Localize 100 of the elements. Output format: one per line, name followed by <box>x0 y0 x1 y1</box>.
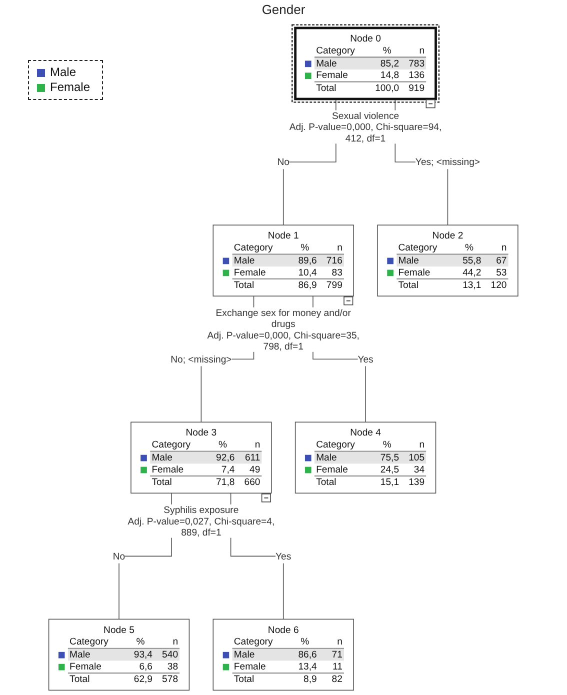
total-label: Total <box>316 476 336 488</box>
count-value: 67 <box>496 254 507 266</box>
node-heading: Node 2 <box>431 230 464 242</box>
column-header: Category <box>398 242 438 253</box>
column-header: % <box>465 242 474 253</box>
category-label: Male <box>234 254 255 266</box>
column-header: % <box>382 44 392 56</box>
percent-value: 6,6 <box>139 660 153 672</box>
count-value: 139 <box>408 476 425 488</box>
diagram-title: Gender <box>262 2 306 17</box>
node-heading: Node 1 <box>267 230 300 242</box>
count-value: 799 <box>326 279 343 290</box>
percent-value: 15,1 <box>380 476 400 488</box>
column-header: n <box>419 438 425 450</box>
node-box <box>48 618 190 691</box>
percent-value: 24,5 <box>380 464 400 475</box>
count-value: 34 <box>414 464 425 475</box>
total-label: Total <box>316 82 336 94</box>
percent-value: 14,8 <box>380 69 400 81</box>
count-value: 783 <box>408 58 425 69</box>
percent-value: 62,9 <box>134 673 153 685</box>
column-header: n <box>337 636 343 648</box>
percent-value: 85,2 <box>380 58 400 69</box>
edge-label: No; <missing> <box>170 354 232 365</box>
category-label: Female <box>398 266 430 278</box>
count-value: 120 <box>490 279 507 290</box>
category-label: Female <box>152 464 184 475</box>
category-label: Male <box>234 648 255 660</box>
count-value: 82 <box>332 673 343 685</box>
category-label: Female <box>316 464 348 475</box>
edge-label: Yes <box>276 550 292 562</box>
total-label: Total <box>234 673 254 685</box>
column-header: Category <box>316 438 356 450</box>
percent-value: 86,9 <box>298 279 317 290</box>
column-header: n <box>502 242 507 253</box>
category-label: Female <box>234 266 266 278</box>
percent-value: 75,5 <box>380 452 400 463</box>
column-header: n <box>172 636 178 648</box>
percent-value: 55,8 <box>462 254 482 266</box>
count-value: 53 <box>496 266 507 278</box>
percent-value: 86,6 <box>298 648 317 660</box>
count-value: 71 <box>332 648 343 660</box>
total-label: Total <box>70 673 90 685</box>
node-box <box>212 618 354 691</box>
percent-value: 100,0 <box>375 82 400 94</box>
split-variable-text: Syphilis exposure <box>162 504 240 516</box>
legend-label: Female <box>50 80 90 95</box>
column-header: % <box>300 636 310 648</box>
category-label: Male <box>316 452 337 463</box>
percent-value: 89,6 <box>298 254 317 266</box>
edge-label: No <box>113 550 126 562</box>
node-box <box>295 422 436 494</box>
column-header: n <box>419 44 425 56</box>
count-value: 11 <box>332 660 343 672</box>
category-label: Male <box>70 648 90 660</box>
column-header: % <box>218 438 228 450</box>
percent-value: 7,4 <box>222 464 235 475</box>
column-header: Category <box>234 636 273 648</box>
category-label: Male <box>316 58 337 69</box>
split-variable-text: Sexual violence <box>330 110 401 122</box>
percent-value: 93,4 <box>134 648 153 660</box>
total-label: Total <box>398 279 419 290</box>
category-label: Female <box>70 660 102 672</box>
column-header: Category <box>234 242 273 253</box>
column-header: Category <box>316 44 356 56</box>
column-header: n <box>255 438 260 450</box>
edge-label: Yes; <missing> <box>416 156 480 168</box>
node-heading: Node 5 <box>102 624 136 636</box>
count-value: 660 <box>244 476 260 488</box>
percent-value: 71,8 <box>216 476 235 488</box>
count-value: 540 <box>162 648 178 660</box>
count-value: 38 <box>168 660 178 672</box>
node-heading: Node 3 <box>184 426 218 439</box>
percent-value: 8,9 <box>304 673 317 685</box>
total-label: Total <box>234 279 254 290</box>
column-header: Category <box>152 438 191 450</box>
category-label: Male <box>152 452 173 463</box>
column-header: % <box>300 242 310 253</box>
category-label: Female <box>316 69 348 81</box>
count-value: 49 <box>250 464 260 475</box>
count-value: 105 <box>408 452 425 463</box>
column-header: % <box>136 636 145 648</box>
edge-label: No <box>277 156 290 168</box>
count-value: 578 <box>162 673 178 685</box>
column-header: Category <box>70 636 109 648</box>
node-heading: Node 0 <box>349 32 382 45</box>
percent-value: 13,4 <box>298 660 317 672</box>
percent-value: 10,4 <box>298 266 317 278</box>
count-value: 611 <box>245 452 260 463</box>
node-heading: Node 6 <box>267 624 300 636</box>
percent-value: 13,1 <box>462 279 482 290</box>
count-value: 919 <box>408 82 425 94</box>
column-header: % <box>382 438 392 450</box>
total-label: Total <box>152 476 172 488</box>
percent-value: 44,2 <box>462 266 482 278</box>
count-value: 716 <box>326 254 343 266</box>
category-label: Male <box>398 254 420 266</box>
category-label: Female <box>234 660 266 672</box>
count-value: 136 <box>408 69 425 81</box>
edge-label: Yes <box>358 354 374 365</box>
